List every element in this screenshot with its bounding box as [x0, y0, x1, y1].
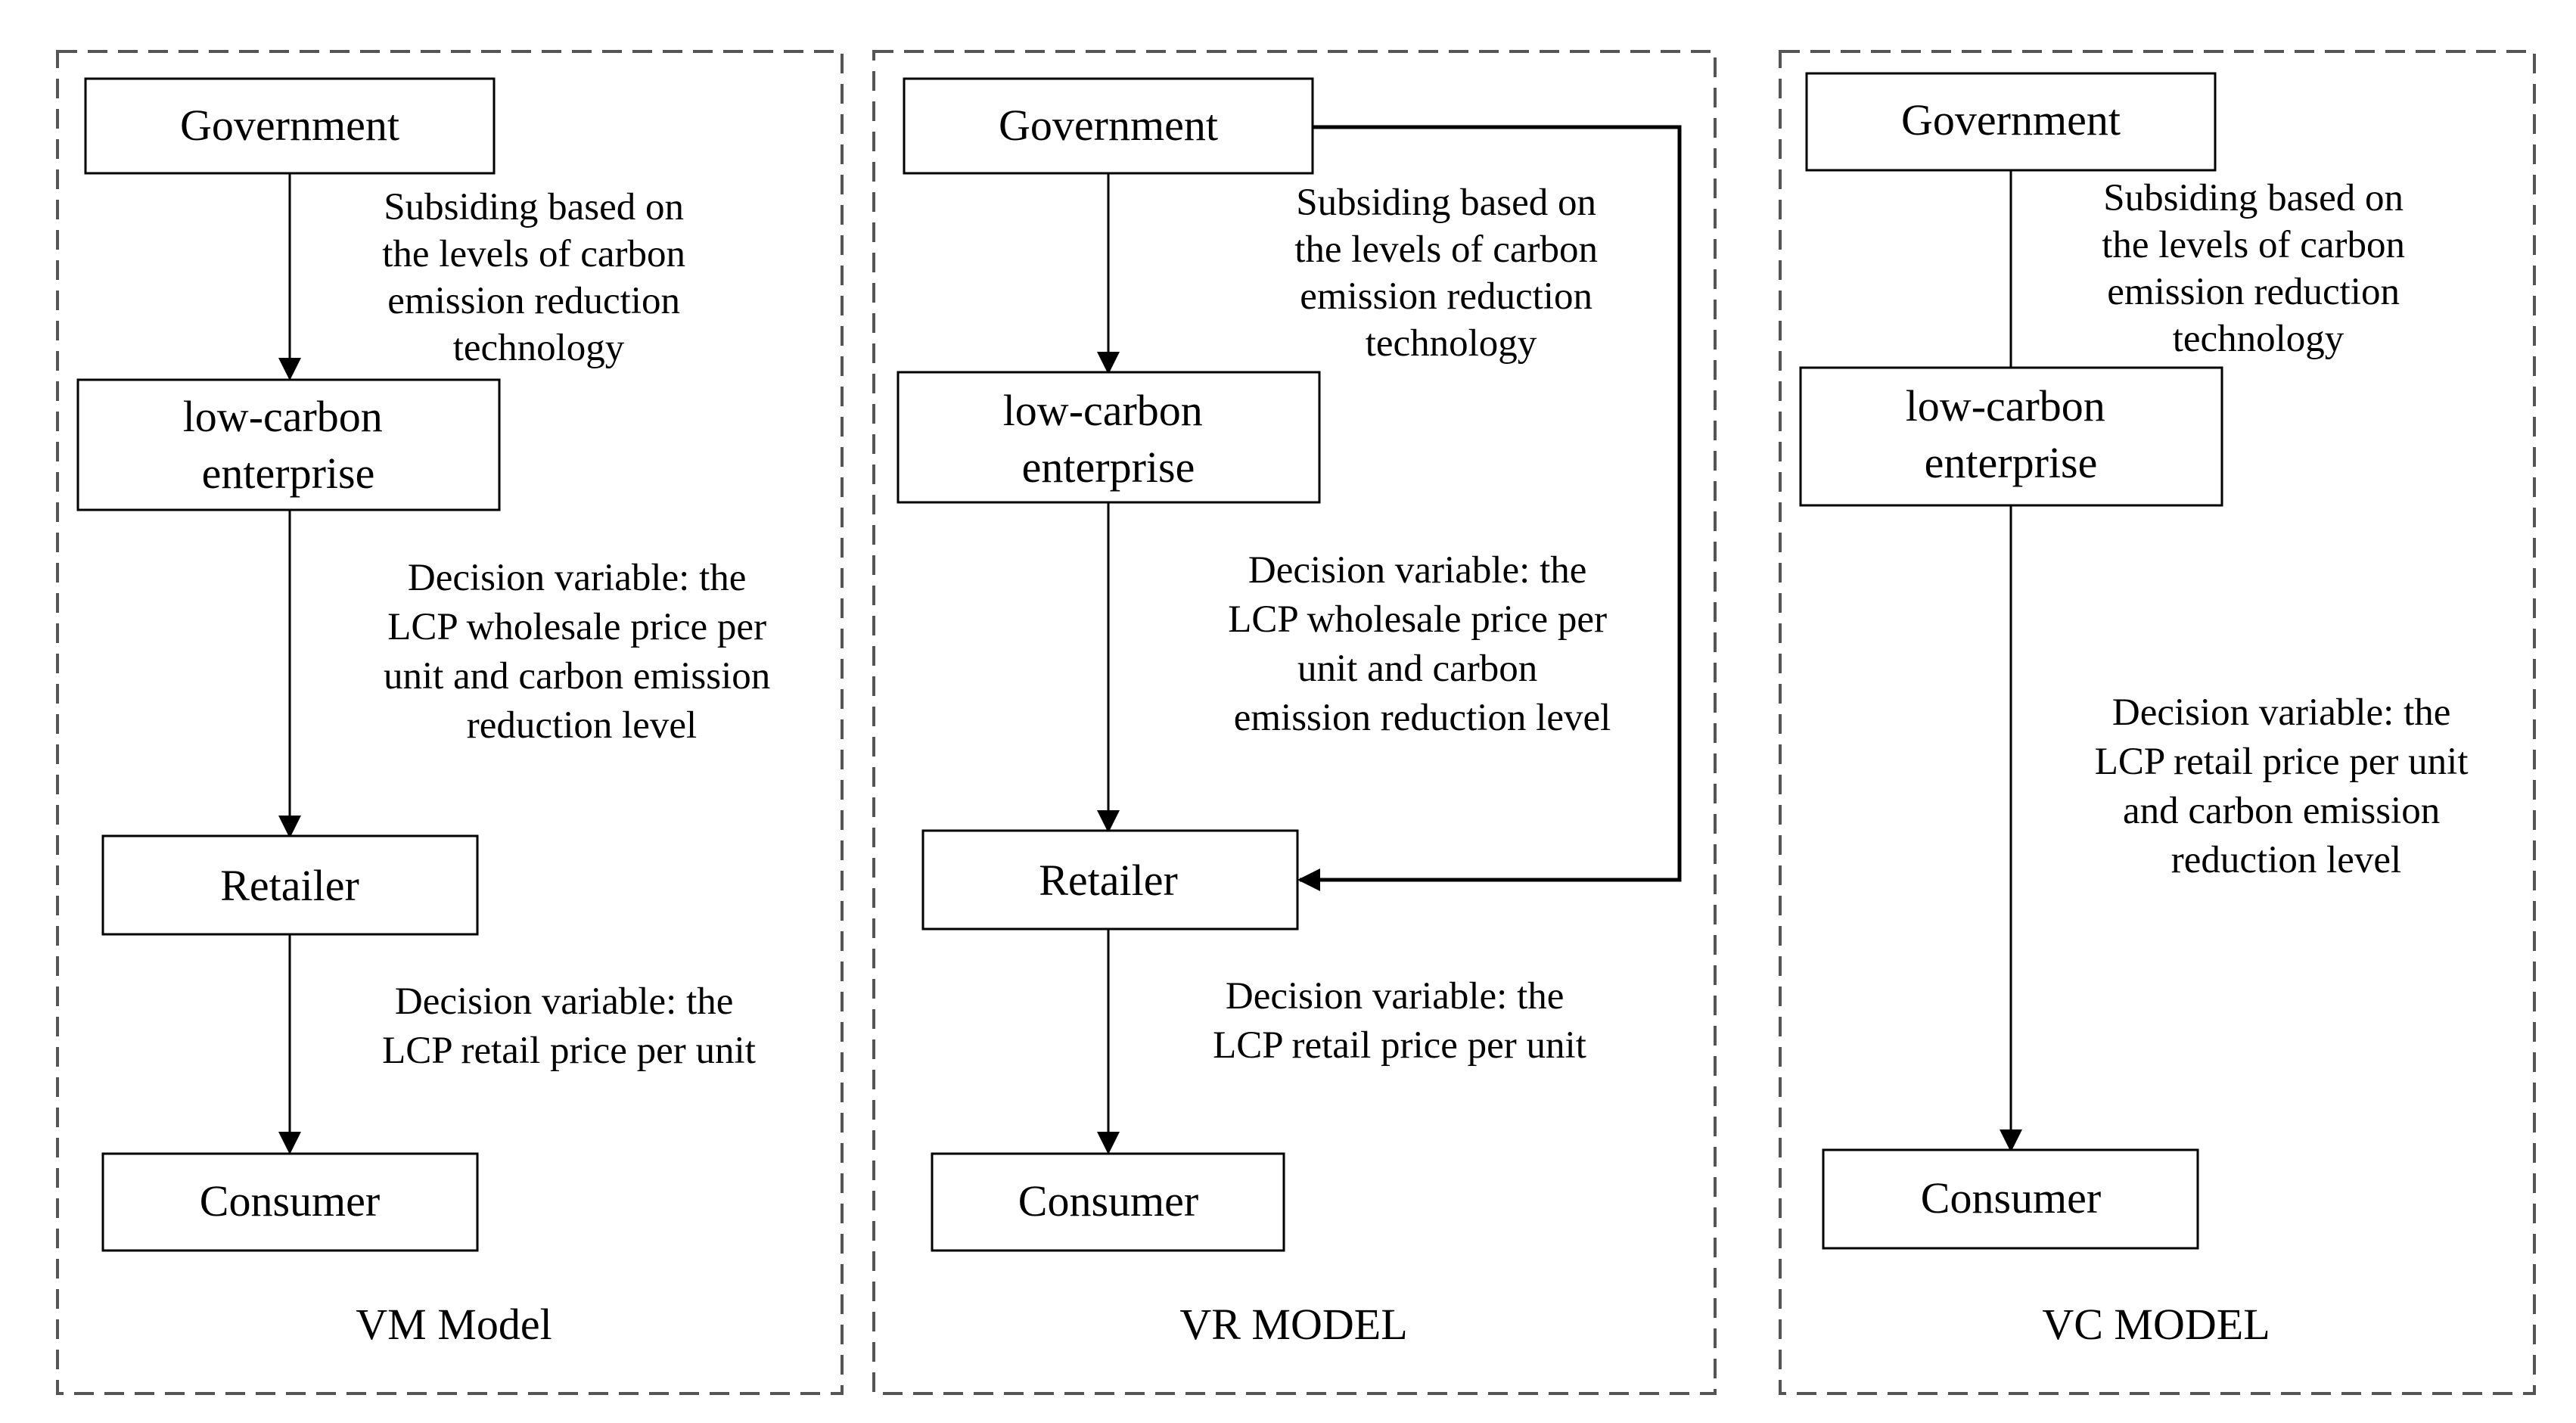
consumer-label: Consumer [1921, 1173, 2101, 1223]
consumer-node: Consumer [101, 1152, 479, 1252]
government-label: Government [180, 101, 399, 150]
enterprise-node: low-carbon enterprise [1799, 366, 2223, 507]
panel-frame [1779, 50, 2536, 1395]
retailer-label: Retailer [220, 861, 359, 910]
retailer-decision-label: Decision variable: the LCP retail price … [382, 980, 756, 1072]
retailer-node: Retailer [101, 834, 479, 936]
panel-vc: Government Subsiding based on the levels… [1779, 50, 2536, 1395]
consumer-node: Consumer [931, 1152, 1285, 1252]
government-label: Government [999, 101, 1218, 150]
enterprise-decision-label: Decision variable: the LCP wholesale pri… [1228, 549, 1617, 739]
panel-vr: Government Subsiding based on the levels… [872, 50, 1717, 1395]
consumer-label: Consumer [1018, 1176, 1198, 1226]
retailer-label: Retailer [1039, 856, 1178, 905]
subsidy-label: Subsiding based on the levels of carbon … [1294, 182, 1608, 365]
panel-vm: Government Subsiding based on the levels… [56, 50, 844, 1395]
government-label: Government [1901, 95, 2121, 144]
enterprise-node: low-carbon enterprise [896, 371, 1321, 504]
enterprise-decision-label: Decision variable: the LCP retail price … [2095, 691, 2478, 881]
arrow-gov-to-retailer [1297, 125, 1682, 891]
model-title: VC MODEL [2042, 1300, 2270, 1349]
enterprise-label: low-carbon enterprise [1003, 386, 1214, 492]
retailer-decision-label: Decision variable: the LCP retail price … [1213, 975, 1586, 1067]
model-title: VM Model [356, 1300, 552, 1349]
subsidy-label: Subsiding based on the levels of carbon … [2102, 177, 2415, 360]
government-node: Government [84, 77, 496, 175]
government-node: Government [1805, 72, 2217, 172]
panel-frame [872, 50, 1717, 1395]
enterprise-node: low-carbon enterprise [76, 378, 501, 511]
government-node: Government [903, 77, 1314, 175]
retailer-node: Retailer [921, 829, 1299, 931]
subsidy-label: Subsiding based on the levels of carbon … [382, 186, 695, 369]
model-title: VR MODEL [1179, 1300, 1407, 1349]
enterprise-label: low-carbon enterprise [183, 392, 394, 498]
consumer-node: Consumer [1822, 1148, 2199, 1250]
enterprise-decision-label: Decision variable: the LCP wholesale pri… [384, 557, 780, 747]
panel-frame [56, 50, 844, 1395]
consumer-label: Consumer [200, 1176, 380, 1226]
enterprise-label: low-carbon enterprise [1906, 381, 2117, 487]
